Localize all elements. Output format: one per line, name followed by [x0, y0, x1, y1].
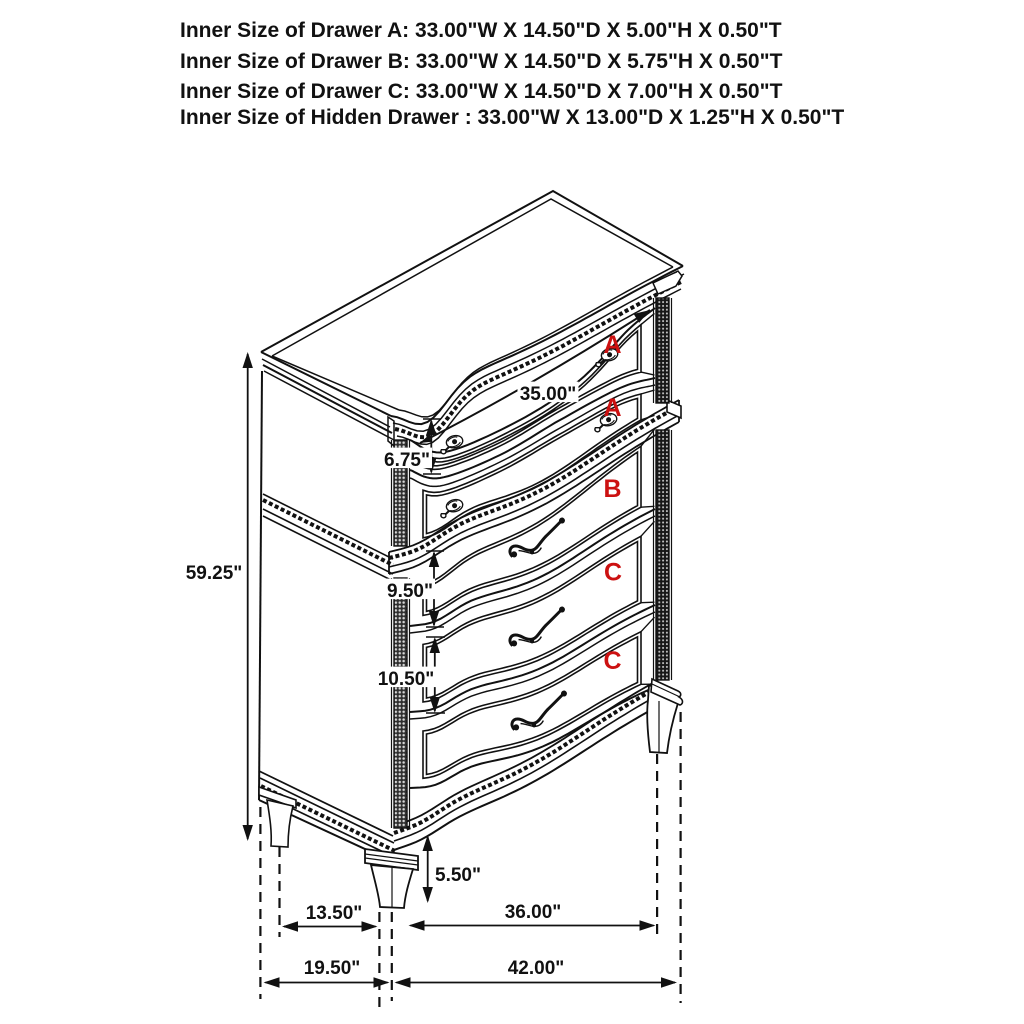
- svg-text:9.50": 9.50": [387, 581, 433, 602]
- svg-text:C: C: [604, 559, 622, 587]
- svg-text:5.50": 5.50": [435, 865, 481, 886]
- svg-text:13.50": 13.50": [306, 903, 363, 924]
- svg-text:C: C: [603, 647, 621, 675]
- svg-text:59.25": 59.25": [186, 563, 243, 584]
- svg-text:19.50": 19.50": [304, 958, 361, 979]
- svg-text:A: A: [603, 331, 621, 359]
- svg-text:42.00": 42.00": [508, 958, 565, 979]
- svg-text:35.00": 35.00": [520, 384, 577, 405]
- svg-text:6.75": 6.75": [384, 450, 430, 471]
- svg-text:A: A: [603, 394, 621, 422]
- svg-text:36.00": 36.00": [505, 902, 562, 923]
- svg-text:10.50": 10.50": [378, 669, 435, 690]
- svg-text:B: B: [603, 475, 621, 503]
